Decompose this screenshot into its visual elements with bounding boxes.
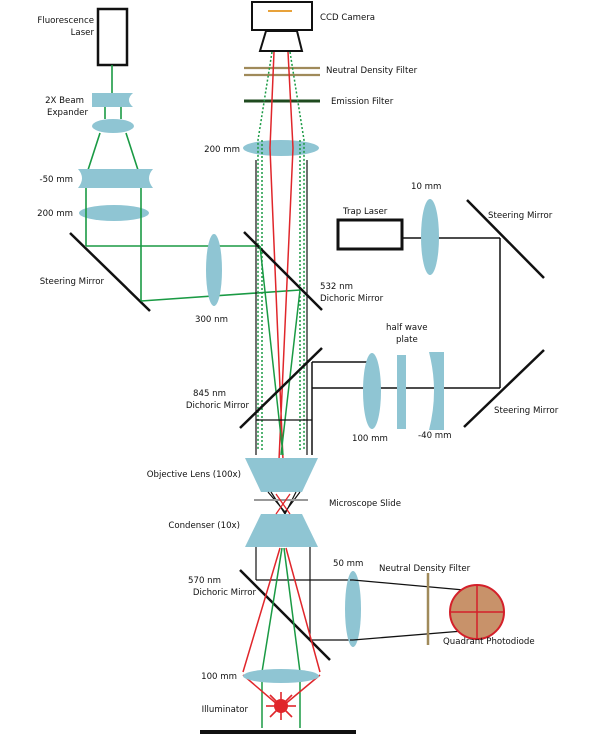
label-10mm: 10 mm bbox=[411, 182, 441, 192]
fluorescence-laser-box bbox=[96, 7, 129, 67]
label-50mm: 50 mm bbox=[333, 559, 363, 569]
label-845nm: 845 nm bbox=[193, 389, 226, 399]
condenser bbox=[245, 514, 318, 547]
label-ccd-camera: CCD Camera bbox=[320, 13, 375, 23]
dichroic-570-mirror bbox=[239, 569, 331, 661]
red-illumination-beam bbox=[242, 547, 321, 673]
label-laser: Laser bbox=[71, 28, 95, 38]
label-570-dichoric: Dichoric Mirror bbox=[193, 588, 257, 598]
green-beam-expanded bbox=[87, 107, 139, 171]
label-beam-expander-2: Expander bbox=[47, 108, 88, 118]
label-300nm: 300 nm bbox=[195, 315, 228, 325]
lens-100mm-right bbox=[363, 353, 381, 429]
label-beam-expander-1: 2X Beam bbox=[45, 96, 84, 106]
label-570nm: 570 nm bbox=[188, 576, 221, 586]
top-200mm-lens bbox=[243, 140, 319, 156]
ccd-camera-box bbox=[251, 1, 313, 31]
green-excitation-to-objective bbox=[259, 245, 301, 456]
black-beam-to-photodiode bbox=[350, 579, 476, 641]
label-minus40mm: -40 mm bbox=[418, 431, 452, 441]
left-200mm-lens bbox=[79, 205, 149, 221]
beam-expander-convex-lens bbox=[92, 119, 134, 133]
black-imaging-outline bbox=[255, 160, 308, 455]
lower-vertical-beams bbox=[261, 680, 301, 728]
lens-300nm bbox=[206, 234, 222, 306]
label-nd-filter-bottom: Neutral Density Filter bbox=[379, 564, 471, 574]
lens-100mm-bottom bbox=[243, 669, 319, 683]
label-532nm: 532 nm bbox=[320, 282, 353, 292]
green-beam-to-dichroic bbox=[86, 245, 301, 302]
label-objective: Objective Lens (100x) bbox=[147, 470, 241, 480]
minus50mm-lens bbox=[78, 169, 153, 188]
red-imaging-beam bbox=[269, 51, 294, 461]
green-dotted-imaging-beam bbox=[257, 51, 305, 450]
red-green-focus bbox=[275, 493, 291, 515]
label-half-wave: half wave bbox=[386, 323, 428, 333]
label-200mm-left: 200 mm bbox=[37, 209, 73, 219]
lens-50mm bbox=[345, 571, 361, 647]
lens-10mm bbox=[421, 199, 439, 275]
label-845-dichoric: Dichoric Mirror bbox=[186, 401, 250, 411]
label-steering-mirror-left: Steering Mirror bbox=[40, 277, 105, 287]
beam-expander-concave-lens bbox=[92, 93, 133, 107]
objective-lens bbox=[245, 458, 318, 492]
dichroic-532-mirror bbox=[243, 231, 323, 311]
photodiode-cross bbox=[450, 585, 504, 639]
ccd-adapter bbox=[258, 30, 304, 52]
green-illumination-beam bbox=[261, 547, 301, 673]
label-200mm-top: 200 mm bbox=[204, 145, 240, 155]
label-fluorescence: Fluorescence bbox=[37, 16, 94, 26]
label-quadrant-photodiode: Quadrant Photodiode bbox=[443, 637, 535, 647]
label-100mm-right: 100 mm bbox=[352, 434, 388, 444]
label-plate: plate bbox=[396, 335, 418, 345]
label-trap-laser: Trap Laser bbox=[342, 207, 388, 217]
label-steering-mirror-rb: Steering Mirror bbox=[494, 406, 559, 416]
lower-red-beams bbox=[242, 674, 321, 706]
label-illuminator: Illuminator bbox=[202, 705, 249, 715]
label-emission-filter: Emission Filter bbox=[331, 97, 394, 107]
right-top-steering-mirror bbox=[466, 199, 545, 279]
label-steering-mirror-rt: Steering Mirror bbox=[488, 211, 553, 221]
label-100mm-bottom: 100 mm bbox=[201, 672, 237, 682]
label-condenser: Condenser (10x) bbox=[168, 521, 240, 531]
half-wave-plate bbox=[397, 355, 406, 429]
dichroic-845-mirror bbox=[239, 347, 323, 429]
label-slide: Microscope Slide bbox=[329, 499, 401, 509]
illuminator-rays bbox=[266, 692, 296, 720]
label-nd-filter-top: Neutral Density Filter bbox=[326, 66, 418, 76]
green-beam-collimated bbox=[85, 188, 142, 246]
label-532-dichoric: Dichoric Mirror bbox=[320, 294, 384, 304]
lens-minus40mm bbox=[429, 352, 444, 430]
left-steering-mirror bbox=[69, 232, 151, 312]
label-minus50mm: -50 mm bbox=[39, 175, 73, 185]
black-beam-lower bbox=[255, 547, 350, 641]
right-bottom-steering-mirror bbox=[463, 349, 545, 428]
trap-laser-box bbox=[336, 218, 404, 251]
